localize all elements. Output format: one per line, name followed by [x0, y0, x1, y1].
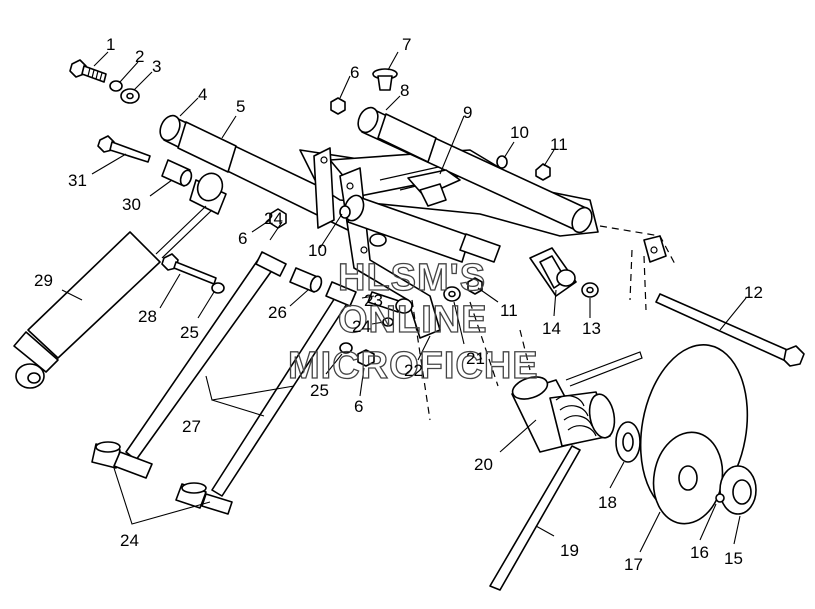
- callout-18: 18: [598, 493, 617, 512]
- callout-1: 1: [106, 35, 115, 54]
- callout-17: 17: [624, 555, 643, 574]
- end-fitting[interactable]: [643, 235, 667, 263]
- callout-24-bottom: 24: [120, 531, 139, 550]
- callout-21: 21: [466, 349, 485, 368]
- nut-part-11-top[interactable]: [535, 163, 551, 181]
- callout-19: 19: [560, 541, 579, 560]
- callout-27: 27: [182, 417, 201, 436]
- callout-7: 7: [402, 35, 411, 54]
- callout-8: 8: [400, 81, 409, 100]
- upper-shaft-part-8[interactable]: [354, 104, 595, 235]
- washer-part-2[interactable]: [109, 80, 123, 92]
- torsion-spring[interactable]: [549, 351, 643, 447]
- callout-11-lower: 11: [500, 301, 518, 320]
- link-rod-right[interactable]: [211, 281, 357, 497]
- washer-part-13[interactable]: [581, 282, 599, 298]
- idler-axle[interactable]: [341, 193, 501, 263]
- bolt-part-28[interactable]: [161, 253, 217, 285]
- callout-9: 9: [463, 103, 472, 122]
- callout-3: 3: [152, 57, 161, 76]
- callout-24-mid: 24: [352, 317, 371, 336]
- spacer-part-26[interactable]: [289, 267, 323, 293]
- nut-part-6-mid[interactable]: [269, 208, 287, 229]
- callout-25-right: 25: [310, 381, 329, 400]
- long-bolt-part-12[interactable]: [655, 293, 805, 367]
- idler-wheel-part-17[interactable]: [628, 336, 760, 529]
- callout-15: 15: [724, 549, 743, 568]
- callout-numbers: 1 2 3 4 5 6 7 8 9 10 11 31 30 6 24 10 29…: [34, 35, 763, 574]
- watermark-line-2: ONLINE: [338, 299, 488, 341]
- callout-25-left: 25: [180, 323, 199, 342]
- washer-part-18[interactable]: [615, 421, 641, 463]
- spring-arm-part-19[interactable]: [489, 445, 581, 591]
- callout-23: 23: [364, 291, 383, 310]
- bolt-part-23[interactable]: [367, 291, 413, 314]
- set-screw-part-16[interactable]: [715, 493, 725, 503]
- callout-5: 5: [236, 97, 245, 116]
- hub-part-15[interactable]: [719, 465, 757, 515]
- callout-31: 31: [68, 171, 87, 190]
- spacer-part-30[interactable]: [161, 159, 193, 187]
- bracket-part-9[interactable]: [407, 169, 461, 207]
- washer-part-25-right[interactable]: [339, 342, 353, 354]
- washer-part-3[interactable]: [120, 88, 140, 104]
- callout-2: 2: [135, 47, 144, 66]
- nut-part-6-lower[interactable]: [357, 349, 375, 367]
- watermark-line-1: HLSM'S: [338, 257, 486, 299]
- pin-part-10-lower[interactable]: [339, 205, 351, 219]
- callout-29: 29: [34, 271, 53, 290]
- watermark: HLSM'S ONLINE MICROFICHE: [287, 256, 539, 387]
- bushing-part-24-bottom-left[interactable]: [91, 441, 153, 479]
- callout-leaders: [61, 51, 747, 553]
- bushing-part-24-bottom-right[interactable]: [175, 482, 233, 515]
- washer-part-21[interactable]: [443, 286, 461, 302]
- pin-part-10-top[interactable]: [496, 155, 508, 169]
- callout-13: 13: [582, 319, 601, 338]
- washer-part-lower[interactable]: [369, 233, 387, 247]
- callout-10-top: 10: [510, 123, 529, 142]
- watermark-line-3: MICROFICHE: [288, 345, 539, 387]
- nut-part-11-lower[interactable]: [467, 277, 483, 295]
- callout-6-mid: 6: [238, 229, 247, 248]
- bolt-part-7[interactable]: [372, 68, 398, 91]
- cross-shaft-part-5[interactable]: [156, 112, 361, 233]
- side-plate-left[interactable]: [313, 147, 335, 229]
- callout-14: 14: [542, 319, 561, 338]
- callout-11-top: 11: [550, 135, 568, 154]
- callout-26: 26: [268, 303, 287, 322]
- shock-absorber-part-29[interactable]: [13, 169, 227, 389]
- washer-part-25-left[interactable]: [211, 282, 225, 294]
- callout-4: 4: [198, 85, 207, 104]
- callout-24-top: 24: [264, 209, 283, 228]
- nut-part-6-top[interactable]: [330, 97, 346, 115]
- bolt-part-1[interactable]: [69, 59, 107, 83]
- bolt-part-31[interactable]: [97, 135, 151, 163]
- callout-20: 20: [474, 455, 493, 474]
- callout-6-lower: 6: [354, 397, 363, 416]
- callout-22: 22: [404, 361, 423, 380]
- callout-28: 28: [138, 307, 157, 326]
- callout-30: 30: [122, 195, 141, 214]
- callout-12: 12: [744, 283, 763, 302]
- callout-16: 16: [690, 543, 709, 562]
- callout-6-top: 6: [350, 63, 359, 82]
- bracket-part-14[interactable]: [529, 247, 577, 297]
- callout-10-lower: 10: [308, 241, 327, 260]
